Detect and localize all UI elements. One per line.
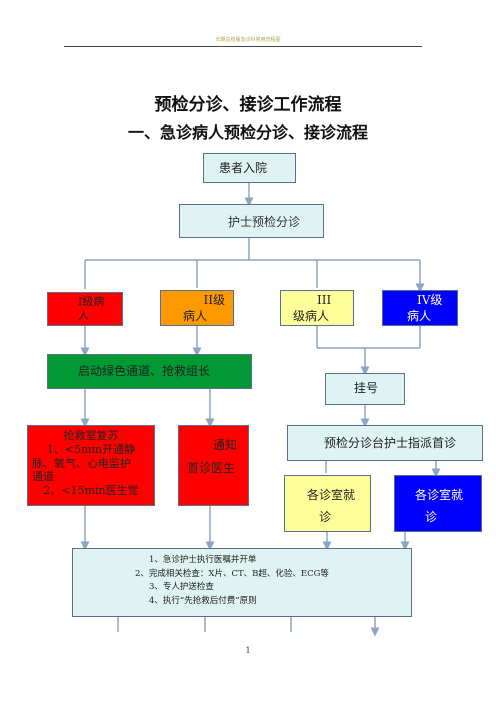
level1-line1: Ⅰ级病 [78, 295, 105, 308]
dept-blue-line2: 诊 [425, 510, 438, 525]
followup-actions-box: 1、急诊护士执行医嘱并开单 2、完成相关检查：X片、CT、B超、化验、ECG等 … [72, 548, 412, 617]
level2-patient-box: ⅠⅠ级 病人 [160, 290, 234, 326]
notify-line2: 首诊医生 [187, 460, 236, 475]
level4-line1: ⅠV级 [417, 293, 443, 307]
registration-box: 挂号 [325, 373, 405, 405]
rescue-line4: 通道 [32, 470, 54, 484]
green-channel-box: 启动绿色通道、抢救组长 [47, 354, 252, 389]
arrow-final-out [117, 617, 375, 632]
final-line2: 2、完成相关检查：X片、CT、B超、化验、ECG等 [135, 568, 329, 579]
header-rule [64, 46, 422, 47]
rescue-line1: 抢救室复苏 [63, 429, 119, 442]
rescue-line2: 1、<5min开通静 [46, 442, 136, 456]
level3-line2: 级病人 [293, 308, 330, 323]
document-title: 预检分诊、接诊工作流程 [154, 95, 342, 115]
final-line3: 3、专人护送检查 [149, 582, 214, 593]
dept-yellow-line1: 各诊室就 [307, 488, 356, 502]
level4-line2: 病人 [407, 308, 432, 323]
final-line4: 4、执行“先抢救后付费”原则 [149, 595, 257, 606]
notify-line1: 通知 [213, 438, 238, 452]
rescue-line5: 2、<15min医生觉 [43, 484, 139, 497]
dept-yellow-line2: 诊 [319, 510, 332, 525]
level4-patient-box: ⅠV级 病人 [382, 290, 458, 326]
section-title: 一、急诊病人预检分诊、接诊流程 [127, 123, 368, 142]
level1-line2: 人 [78, 309, 89, 323]
arrow-triage-to-depts [325, 461, 436, 473]
page-header: 长期总结版急诊科常用流程图 [215, 37, 281, 43]
page-number: 1 [245, 646, 251, 655]
dept-blue-line1: 各诊室就 [415, 488, 464, 502]
arrow-nurse-fanout [84, 238, 420, 289]
nurse-triage-box: 护士预检分诊 [179, 204, 324, 238]
rescue-line3: 脉、氧气、心电监护 [32, 456, 131, 470]
triage-desk-box: 预检分诊台护士指派首诊 [287, 425, 483, 461]
arrow-level3-level4-merge [316, 326, 421, 371]
final-line1: 1、急诊护士执行医嘱并开单 [149, 555, 257, 565]
level1-patient-box: Ⅰ级病 人 [47, 292, 123, 326]
level3-patient-box: ⅠⅠⅠ 级病人 [280, 290, 354, 326]
patient-arrives-box: 患者入院 [203, 153, 296, 183]
dept-clinic-blue-box: 各诊室就 诊 [394, 475, 482, 532]
rescue-room-box: 抢救室复苏 1、<5min开通静 脉、氧气、心电监护 通道 2、<15min医生… [27, 425, 155, 506]
dept-clinic-yellow-box: 各诊室就 诊 [284, 475, 371, 532]
level3-line1: ⅠⅠⅠ [317, 293, 332, 307]
level2-line2: 病人 [183, 308, 208, 323]
level2-line1: ⅠⅠ级 [203, 293, 225, 307]
notify-doctor-box: 通知 首诊医生 [178, 425, 249, 506]
